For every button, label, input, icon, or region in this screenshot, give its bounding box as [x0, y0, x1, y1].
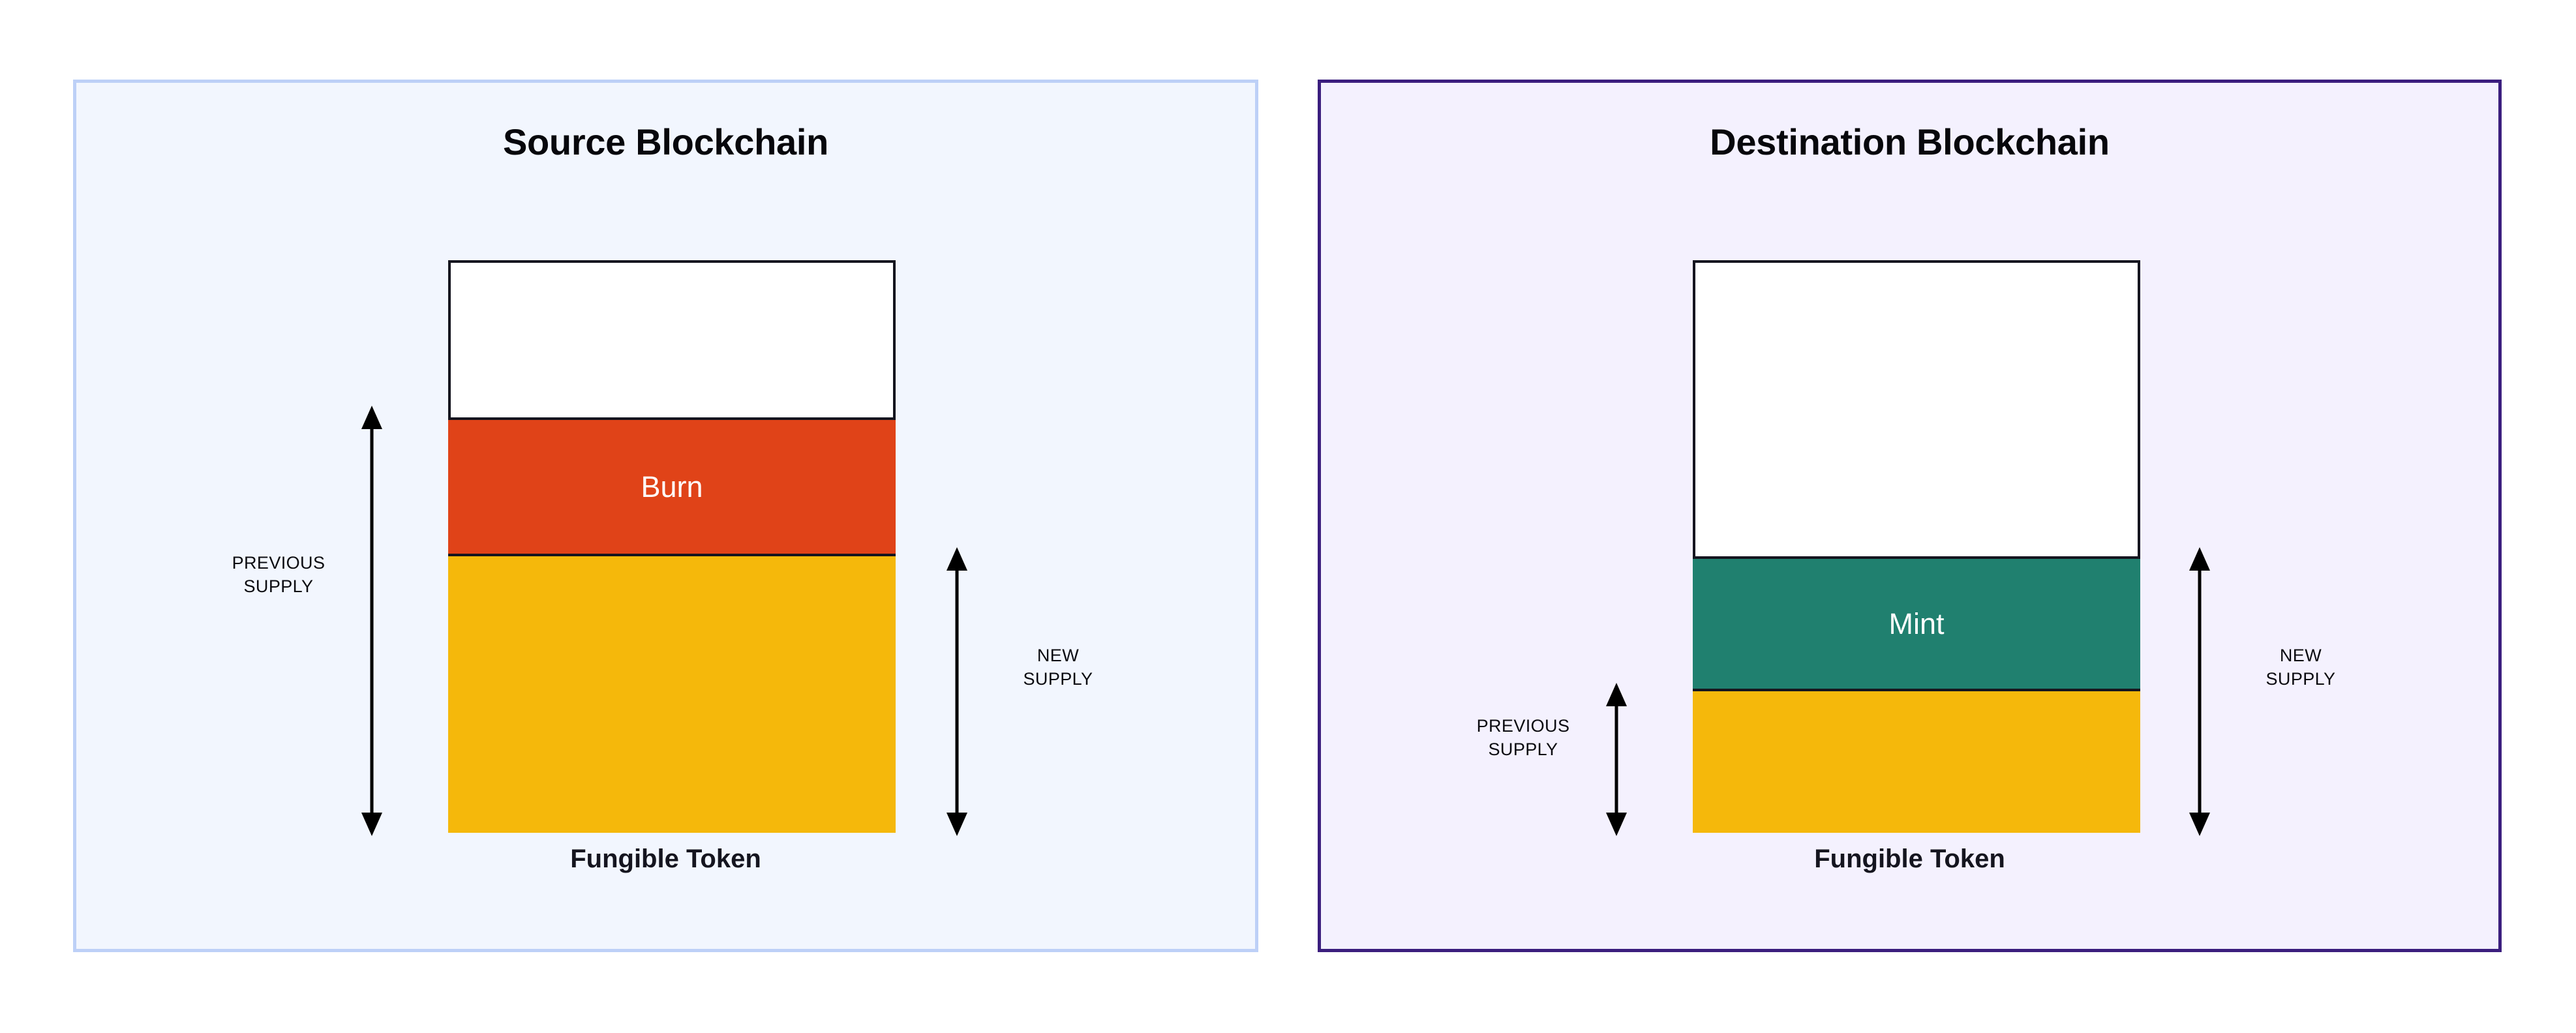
destination-previous-supply-arrow [1606, 683, 1627, 836]
source-new-supply-label: NEW SUPPLY [1023, 646, 1093, 689]
destination-bar-caption: Fungible Token [1814, 845, 2005, 873]
source-remaining-supply-segment [448, 556, 896, 833]
source-new-supply-arrow [947, 547, 967, 836]
destination-panel-title: Destination Blockchain [1710, 121, 2110, 162]
destination-blockchain-panel: Destination Blockchain PREVIOUS SUPPLY M… [1318, 80, 2502, 952]
destination-new-supply-arrow [2189, 547, 2210, 836]
burn-segment-label: Burn [641, 470, 703, 503]
burn-segment: Burn [448, 417, 896, 556]
mint-segment: Mint [1693, 556, 2140, 691]
destination-previous-supply-label: PREVIOUS SUPPLY [1476, 716, 1570, 760]
destination-new-supply-label: NEW SUPPLY [2265, 646, 2336, 689]
mint-segment-label: Mint [1888, 606, 1945, 640]
destination-token-supply-bar: Mint [1693, 260, 2140, 833]
source-token-supply-bar: Burn [448, 260, 896, 833]
source-panel-title: Source Blockchain [502, 121, 829, 162]
destination-previous-supply-segment [1693, 691, 2140, 833]
source-blockchain-panel: Source Blockchain PREVIOUS SUPPLY Burn N… [73, 80, 1258, 952]
source-previous-supply-label: PREVIOUS SUPPLY [232, 553, 326, 597]
source-bar-caption: Fungible Token [570, 845, 761, 873]
source-previous-supply-arrow [361, 406, 382, 836]
